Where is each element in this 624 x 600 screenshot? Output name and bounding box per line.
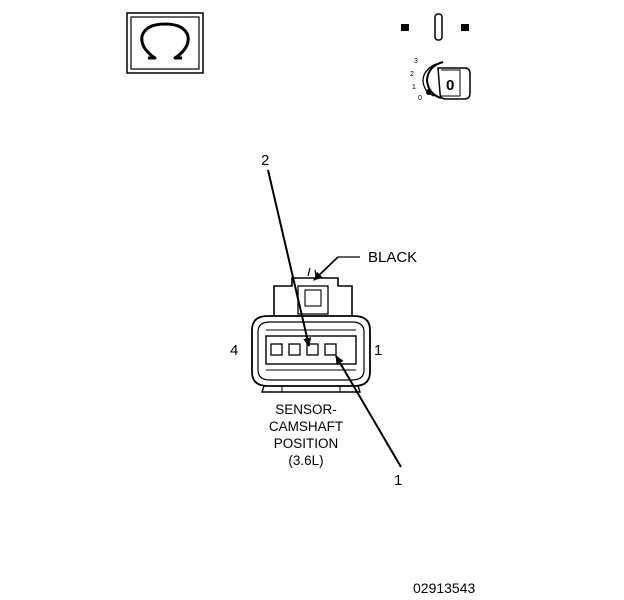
key-position-0: 0 (418, 95, 422, 102)
callout-1: 1 (335, 355, 402, 489)
callout-1-label: 1 (394, 472, 402, 489)
figure-id: 02913543 (413, 580, 476, 596)
connector-color-label: BLACK (368, 249, 417, 266)
terminal-2 (306, 343, 319, 356)
key-position-2: 2 (410, 71, 414, 78)
connector-name-line-1: SENSOR- (275, 402, 337, 417)
ohm-symbol-icon (126, 12, 204, 74)
key-position-1: 1 (412, 84, 416, 91)
callout-2: 2 (261, 152, 312, 347)
pin-label-right: 1 (374, 342, 382, 359)
connector-name: SENSOR- CAMSHAFT POSITION (3.6L) (269, 402, 343, 468)
terminal-3 (288, 343, 301, 356)
terminal-1 (324, 343, 337, 356)
color-callout: BLACK (313, 249, 417, 281)
key-label: 0 (446, 77, 454, 94)
terminal-4 (270, 343, 283, 356)
connector-name-line-4: (3.6L) (288, 453, 323, 468)
switch-off-icon (401, 13, 469, 41)
sensor-connector (251, 267, 371, 393)
connector-name-line-3: POSITION (274, 436, 339, 451)
callout-2-label: 2 (261, 152, 269, 169)
connector-name-line-2: CAMSHAFT (269, 419, 343, 434)
key-position-3: 3 (414, 58, 418, 65)
ignition-key-icon: 3 2 1 0 0 (410, 58, 471, 102)
pin-label-left: 4 (230, 342, 238, 359)
